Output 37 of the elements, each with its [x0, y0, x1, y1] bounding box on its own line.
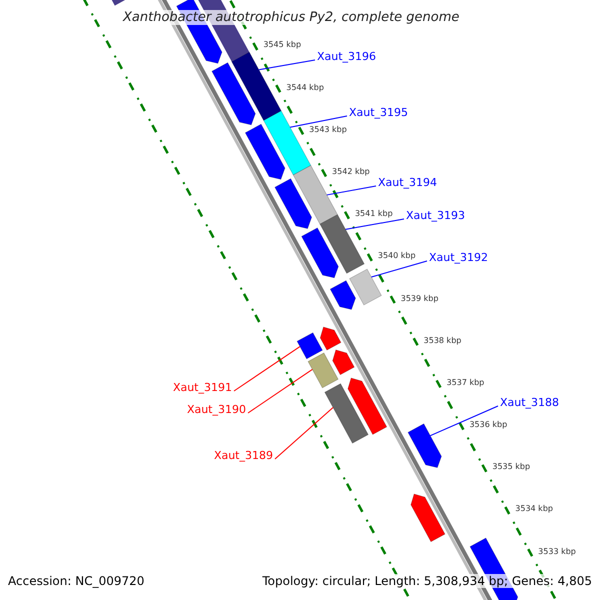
- gene-box: [308, 352, 339, 388]
- scale-label: 3534 kbp: [515, 504, 553, 514]
- gene-label: Xaut_3196: [317, 50, 376, 63]
- gene-label: Xaut_3191: [172, 381, 232, 394]
- gene-label: Xaut_3194: [378, 176, 438, 189]
- leader-line: [290, 116, 348, 128]
- scale-label: 3545 kbp: [263, 40, 302, 50]
- genome-info-text: Topology: circular; Length: 5,308,934 bp; Genes: 4,805: [262, 574, 592, 588]
- scale-label: 3541 kbp: [354, 209, 393, 218]
- leader-line: [326, 186, 376, 196]
- leader-line: [248, 368, 313, 414]
- leader-line: [258, 60, 316, 70]
- leader-line: [274, 407, 334, 460]
- scale-label: 3533 kbp: [538, 546, 576, 556]
- leader-line: [345, 218, 404, 230]
- gene-feature: [408, 423, 442, 468]
- scale-label: 3542 kbp: [332, 167, 370, 176]
- gene-label: Xaut_3190: [186, 403, 246, 416]
- scale-label: 3544 kbp: [286, 82, 324, 92]
- accession-text: Accession: NC_009720: [8, 574, 144, 588]
- gene-label: Xaut_3193: [406, 209, 466, 222]
- gene-box: [349, 268, 382, 306]
- leader-line: [370, 260, 428, 278]
- scale-label: 3536 kbp: [469, 420, 508, 430]
- title: Xanthobacter autotrophicus Py2, complete genome: [123, 10, 460, 25]
- gene-label: Xaut_3188: [500, 396, 560, 409]
- scale-label: 3538 kbp: [424, 336, 462, 345]
- leader-line: [430, 406, 498, 436]
- scale-label: 3540 kbp: [378, 251, 416, 260]
- scale-label: 3543 kbp: [309, 124, 347, 134]
- scale-label: 3539 kbp: [400, 294, 438, 303]
- gene-label: Xaut_3192: [429, 251, 488, 264]
- leader-line: [234, 346, 300, 392]
- gene-label: Xaut_3195: [349, 106, 408, 119]
- scale-label: 3535 kbp: [492, 462, 530, 472]
- scale-label: 3537 kbp: [446, 378, 484, 387]
- gene-label: Xaut_3189: [214, 449, 273, 462]
